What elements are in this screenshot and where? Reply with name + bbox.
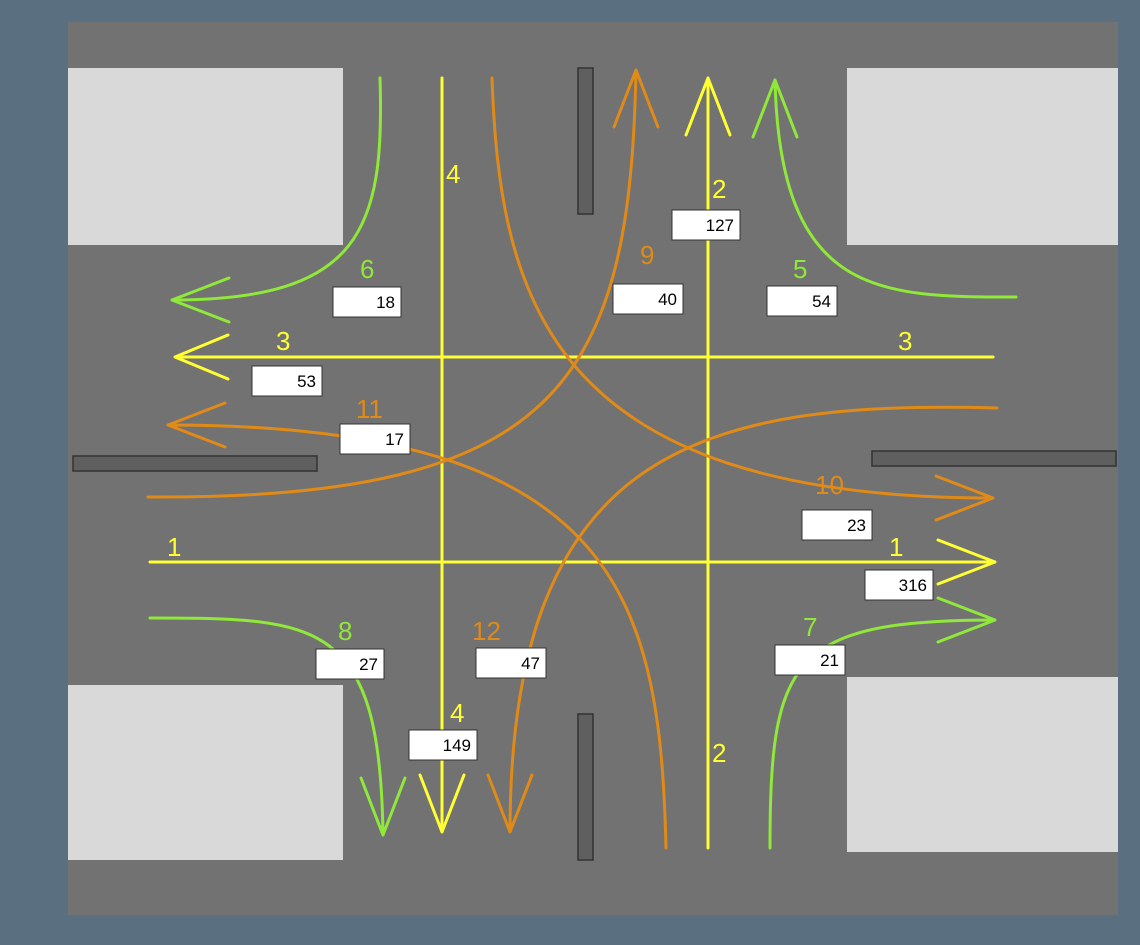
movement-4-label: 4 <box>446 159 460 189</box>
median-south <box>577 713 594 861</box>
count-12: 47 <box>521 654 540 673</box>
block-bottom-right <box>847 677 1118 852</box>
count-box-12 <box>475 647 547 679</box>
movement-3-label: 3 <box>276 326 290 356</box>
movement-4-path <box>418 76 466 834</box>
movement-8-label: 8 <box>338 616 352 646</box>
count-1: 316 <box>899 576 927 595</box>
count-2: 127 <box>706 216 734 235</box>
movement-11-label: 11 <box>356 394 383 424</box>
movement-12-label: 12 <box>472 616 501 646</box>
block-top-left <box>68 68 343 245</box>
count-3: 53 <box>297 372 316 391</box>
movement-6-label: 6 <box>360 254 374 284</box>
movement-4-label-south: 4 <box>450 698 464 728</box>
count-6: 18 <box>376 293 395 312</box>
movement-10-path <box>490 76 995 522</box>
count-7: 21 <box>820 651 839 670</box>
movement-8-path <box>148 616 407 837</box>
movement-1-label: 1 <box>167 532 181 562</box>
median-west <box>72 455 318 472</box>
movement-12-path <box>486 405 999 834</box>
count-box-11 <box>339 423 411 455</box>
count-box-9 <box>612 283 684 315</box>
count-5: 54 <box>812 292 831 311</box>
count-box-3 <box>251 365 323 397</box>
movement-10-label: 10 <box>815 470 844 500</box>
count-box-8 <box>315 648 385 680</box>
count-9: 40 <box>658 290 677 309</box>
count-10: 23 <box>847 516 866 535</box>
movement-7-label: 7 <box>803 612 817 642</box>
count-box-4 <box>408 729 478 761</box>
count-4: 149 <box>443 736 471 755</box>
movement-11-path <box>166 401 668 850</box>
count-box-6 <box>332 286 402 318</box>
movement-3-path <box>173 333 995 381</box>
movement-5-label: 5 <box>793 254 807 284</box>
movement-9-label: 9 <box>640 240 654 270</box>
movement-1-label-east: 1 <box>889 532 903 562</box>
movement-5-path <box>751 78 1018 299</box>
movement-1-path <box>148 538 997 586</box>
movement-2-label-south: 2 <box>712 738 726 768</box>
block-bottom-left <box>68 685 343 860</box>
count-8: 27 <box>359 655 378 674</box>
count-11: 17 <box>385 430 404 449</box>
movement-3-label-east: 3 <box>898 326 912 356</box>
count-box-1 <box>864 569 934 601</box>
median-north <box>577 67 594 215</box>
count-box-7 <box>774 644 846 676</box>
movement-9-path <box>146 68 660 499</box>
count-box-2 <box>671 209 741 241</box>
movement-2-path <box>684 76 732 850</box>
block-top-right <box>847 68 1118 245</box>
count-box-10 <box>801 509 873 541</box>
movement-2-label: 2 <box>712 174 726 204</box>
movement-6-path <box>170 76 382 324</box>
count-box-5 <box>766 285 838 317</box>
median-east <box>871 450 1117 467</box>
